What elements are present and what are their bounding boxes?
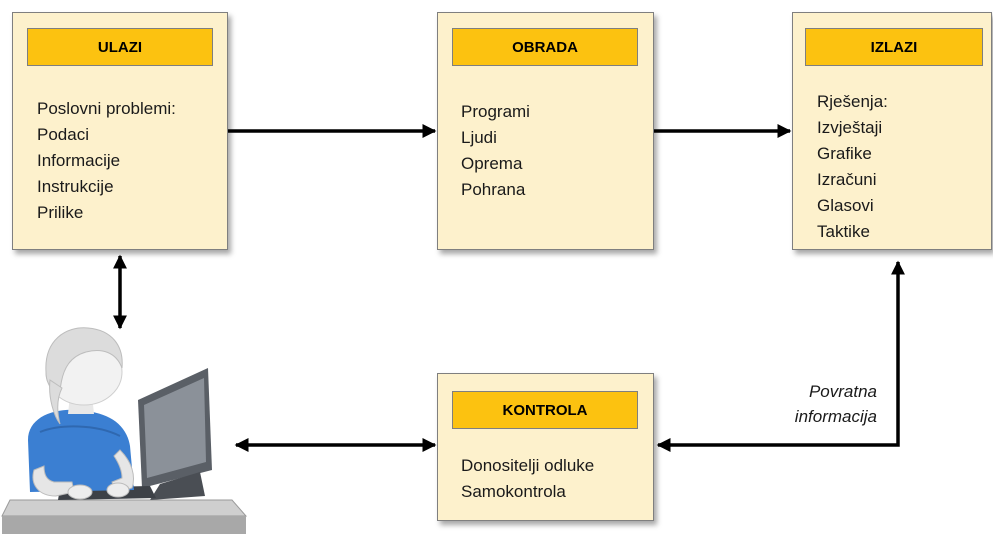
outputs-block: IZLAZI Rješenja: Izvještaji Grafike Izra…: [792, 12, 992, 250]
control-list: Donositelji odluke Samokontrola: [461, 453, 594, 505]
feedback-label-line: informacija: [794, 407, 877, 426]
list-item: Informacije: [37, 151, 121, 170]
list-item: Taktike: [817, 222, 870, 241]
list-item: Izračuni: [817, 170, 877, 189]
control-header: KONTROLA: [452, 391, 638, 429]
processing-header: OBRADA: [452, 28, 638, 66]
list-item: Prilike: [37, 203, 84, 222]
list-item: Rješenja:: [817, 92, 888, 111]
feedback-label-line: Povratna: [808, 382, 877, 401]
control-block: KONTROLA Donositelji odluke Samokontrola: [437, 373, 654, 521]
list-item: Pohrana: [461, 180, 526, 199]
inputs-header: ULAZI: [27, 28, 213, 66]
inputs-block: ULAZI Poslovni problemi: Podaci Informac…: [12, 12, 228, 250]
arrow-feedback-loop: [656, 260, 905, 452]
inputs-list: Poslovni problemi: Podaci Informacije In…: [37, 96, 176, 226]
list-item: Programi: [461, 102, 530, 121]
list-item: Ljudi: [461, 128, 497, 147]
list-item: Samokontrola: [461, 482, 566, 501]
list-item: Grafike: [817, 144, 872, 163]
processing-block: OBRADA Programi Ljudi Oprema Pohrana: [437, 12, 654, 250]
list-item: Donositelji odluke: [461, 456, 595, 475]
list-item: Poslovni problemi:: [37, 99, 176, 118]
list-item: Glasovi: [817, 196, 874, 215]
outputs-list: Rješenja: Izvještaji Grafike Izračuni Gl…: [817, 89, 888, 245]
list-item: Podaci: [37, 125, 89, 144]
feedback-label: Povratna informacija: [772, 379, 877, 429]
outputs-header: IZLAZI: [805, 28, 983, 66]
list-item: Instrukcije: [37, 177, 114, 196]
list-item: Oprema: [461, 154, 523, 173]
processing-list: Programi Ljudi Oprema Pohrana: [461, 99, 530, 203]
user-at-computer-icon: [1, 327, 248, 534]
list-item: Izvještaji: [817, 118, 883, 137]
